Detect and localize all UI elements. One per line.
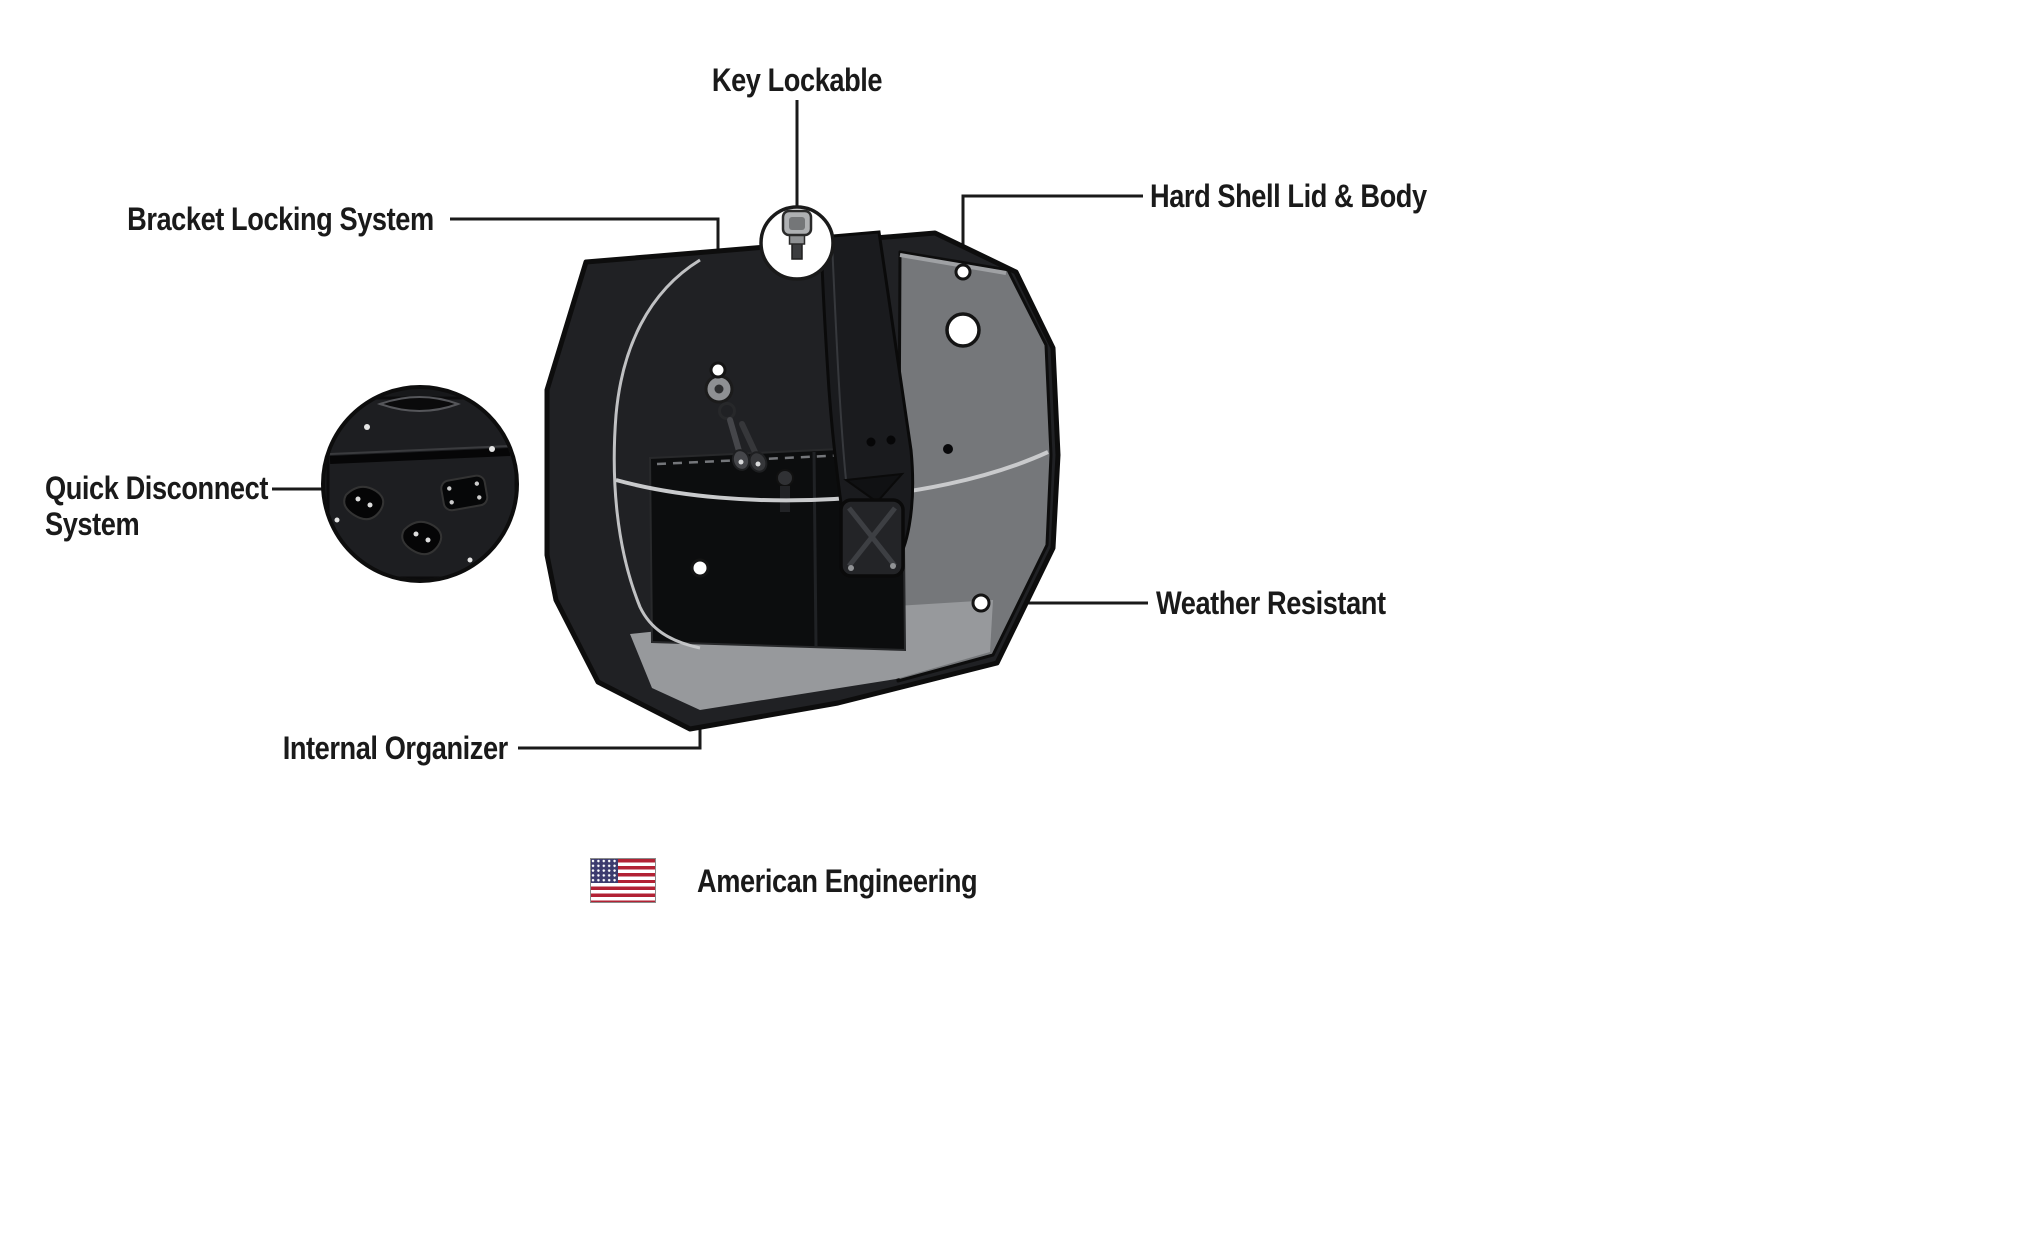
key-stem	[791, 242, 803, 260]
footer-label: American Engineering	[697, 863, 978, 899]
screw	[467, 557, 473, 563]
lid-rivet	[943, 444, 953, 454]
bracket-lock-keyhole	[714, 384, 724, 394]
callout-dot-internal-organizer	[690, 558, 710, 578]
disconnect-hook	[343, 485, 385, 521]
saddlebag-lid-interior	[896, 250, 1053, 683]
quick-disconnect-inset	[321, 385, 519, 583]
callout-label-bracket-locking: Bracket Locking System	[127, 201, 434, 237]
strap-rivet	[886, 435, 896, 445]
lid-top-edge-highlight	[899, 253, 1007, 275]
buckle-rivet	[848, 565, 854, 571]
callout-label-key-lockable: Key Lockable	[711, 62, 883, 98]
callout-dot-bracket-locking	[709, 361, 727, 379]
strap-rivet	[866, 437, 876, 447]
strap-highlight	[831, 241, 847, 481]
key-blade	[739, 421, 758, 455]
strap-buckle	[839, 472, 905, 578]
top-key-lock	[759, 205, 835, 281]
mount-plate	[440, 474, 489, 512]
callout-label-internal-organizer: Internal Organizer	[282, 730, 509, 766]
screw	[489, 446, 495, 452]
buckle-rivet	[890, 563, 896, 569]
screw	[364, 424, 370, 430]
organizer-clip	[776, 469, 794, 487]
disconnect-hook	[401, 520, 443, 556]
buckle-cross	[847, 506, 897, 568]
us-flag-icon	[590, 858, 656, 903]
callout-dots	[690, 361, 991, 613]
callout-dot-weather-resistant	[971, 593, 991, 613]
mount-rail	[329, 448, 511, 464]
callout-label-weather-resistant: Weather Resistant	[1156, 585, 1386, 621]
organizer-divider	[812, 451, 818, 647]
lid-marker-circles	[945, 263, 981, 348]
handle-slot	[376, 396, 461, 412]
bracket-lock-keys	[704, 374, 768, 473]
key-ring	[718, 402, 736, 420]
screw	[334, 517, 340, 523]
key-blade	[727, 417, 742, 454]
callout-line-hard-shell	[961, 194, 1143, 264]
callout-label-hard-shell: Hard Shell Lid & Body	[1150, 178, 1427, 214]
opening-rim-line	[615, 450, 1049, 503]
front-seam-line	[612, 258, 701, 650]
callout-label-quick-disconnect: Quick Disconnect System	[45, 470, 268, 542]
saddlebag-illustration	[544, 205, 1061, 732]
hard-shell-marker-small	[954, 263, 972, 281]
key-neck	[788, 234, 806, 245]
hard-shell-marker-large	[945, 312, 981, 348]
us-flag-canton	[591, 859, 618, 884]
